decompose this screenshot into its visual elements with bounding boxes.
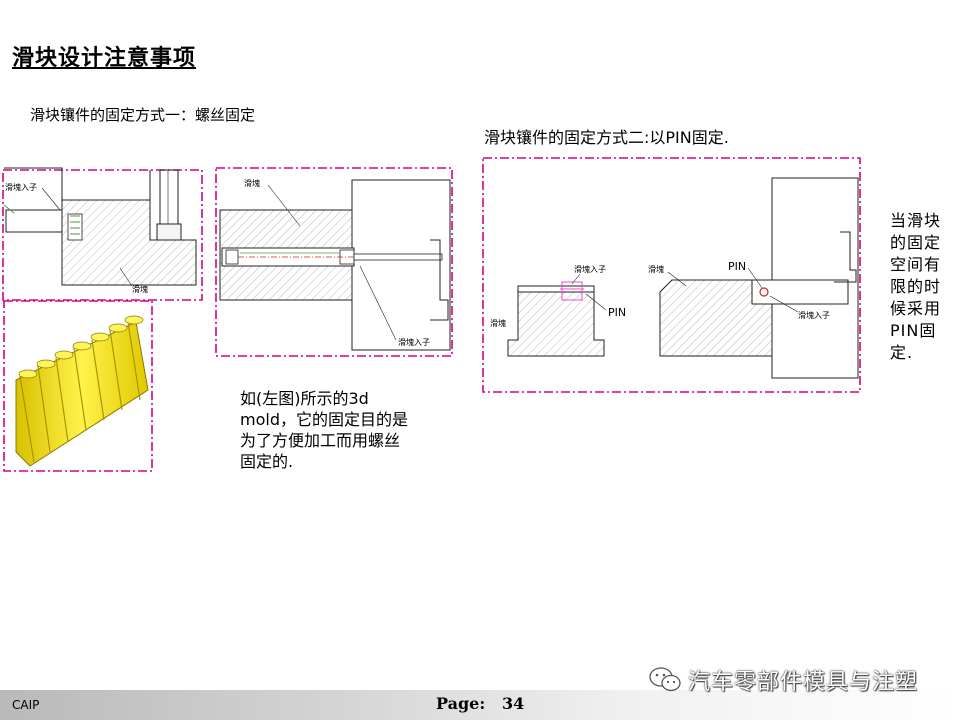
frame-pin-drawing <box>482 157 861 393</box>
label-pin-1: PIN <box>608 306 626 319</box>
note-pin-line: 候采用 <box>890 299 942 318</box>
label-insert-2: 滑塊入子 <box>398 337 430 347</box>
screw-fix-drawing: 滑塊入子 滑塊 <box>2 167 203 301</box>
pin-fix-drawing: 滑塊入子 PIN 滑塊 滑塊 PIN 滑塊入子 <box>482 157 861 393</box>
note-pin-line: 定. <box>890 343 914 362</box>
label-slider-2: 滑塊 <box>244 178 260 188</box>
note-3d-line: 如(左图)所示的3d <box>240 389 369 408</box>
label-slider-1: 滑塊 <box>132 284 148 294</box>
watermark-text: 汽车零部件模具与注塑 <box>688 670 919 695</box>
frame-3d-model <box>3 300 153 472</box>
wechat-icon <box>649 667 681 692</box>
label-slider-3: 滑塊 <box>490 318 506 328</box>
page-number: 34 <box>502 694 525 713</box>
method1-heading: 滑块镶件的固定方式一：螺丝固定 <box>30 106 256 124</box>
frame-screw-drawing <box>2 169 203 301</box>
label-insert-3: 滑塊入子 <box>574 264 606 274</box>
note-pin-line: 当滑块 <box>890 211 942 230</box>
note-pin-line: 的固定 <box>890 233 942 252</box>
footer-bar <box>0 690 960 720</box>
note-3d-mold: 如(左图)所示的3d mold，它的固定目的是 为了方便加工而用螺丝 固定的. <box>240 388 440 472</box>
label-slider-4: 滑塊 <box>648 264 664 274</box>
note-pin-line: 空间有 <box>890 255 942 274</box>
label-insert-4: 滑塊入子 <box>798 310 830 320</box>
note-3d-line: 固定的. <box>240 452 294 471</box>
note-pin-fixing: 当滑块 的固定 空间有 限的时 候采用 PIN固 定. <box>890 210 950 364</box>
frame-screw-top <box>215 167 453 357</box>
3d-insert-drawing <box>3 300 153 472</box>
page-title: 滑块设计注意事项 <box>12 45 197 71</box>
method2-heading: 滑块镶件的固定方式二:以PIN固定. <box>484 128 729 147</box>
note-3d-line: 为了方便加工而用螺丝 <box>240 431 401 450</box>
footer-brand: CAIP <box>12 698 40 712</box>
drawings-canvas: 滑塊入子 滑塊 滑塊 滑塊入子 <box>2 157 861 472</box>
screw-fix-top-drawing: 滑塊 滑塊入子 <box>215 167 453 357</box>
label-insert-1: 滑塊入子 <box>5 182 37 192</box>
page-label: Page: <box>436 694 486 713</box>
note-3d-line: mold，它的固定目的是 <box>240 410 408 429</box>
note-pin-line: PIN固 <box>890 321 937 340</box>
label-pin-2: PIN <box>728 260 746 273</box>
watermark: 汽车零部件模具与注塑 <box>648 664 918 696</box>
note-pin-line: 限的时 <box>890 277 942 296</box>
